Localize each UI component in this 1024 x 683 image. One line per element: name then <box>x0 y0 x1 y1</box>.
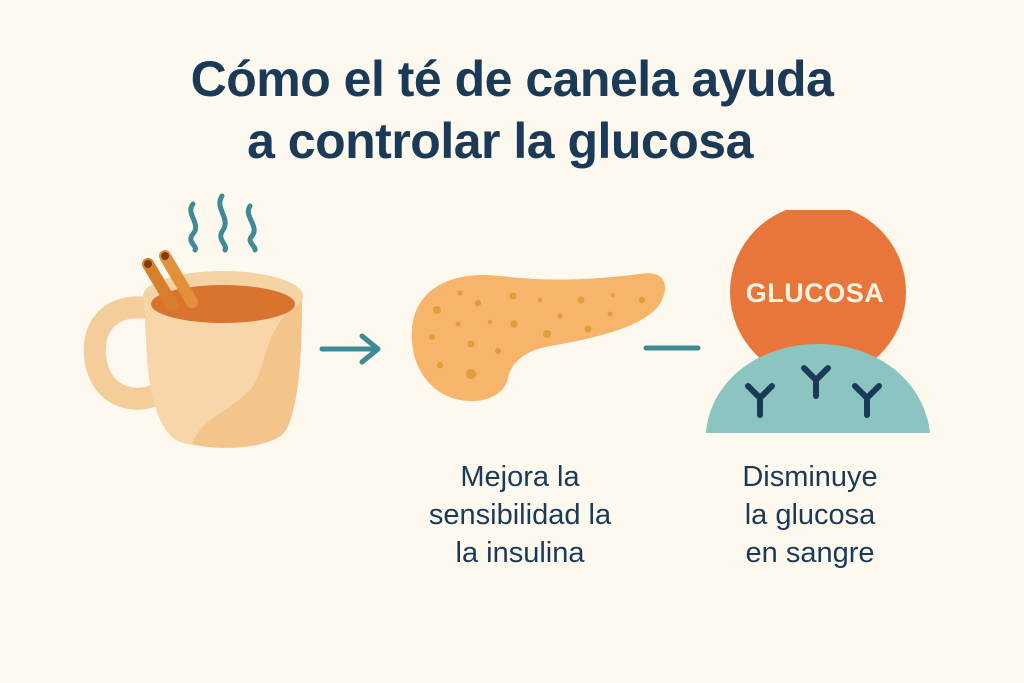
glucose-molecule <box>730 210 906 380</box>
arrow-right-icon <box>319 333 381 365</box>
pancreas-caption: Mejora la sensibilidad la la insulina <box>400 458 640 572</box>
caption-line: Mejora la <box>460 461 580 493</box>
glucose-receptor-icon <box>706 210 930 433</box>
caption-line: sensibilidad la <box>428 499 612 531</box>
caption-line: la insulina <box>455 537 585 569</box>
steam-icon <box>188 193 258 253</box>
cinnamon-stick-icon <box>142 250 198 310</box>
glucose-label: GLUCOSA <box>745 278 885 308</box>
caption-line: la glucosa <box>744 499 876 531</box>
pancreas-icon <box>411 273 666 402</box>
pancreas-dots <box>429 290 646 379</box>
glucose-caption: Disminuye la glucosa en sangre <box>700 458 920 572</box>
caption-line: Disminuye <box>742 461 878 493</box>
caption-line: en sangre <box>745 537 875 569</box>
insulin-receptor-icons <box>745 365 882 418</box>
page-title: Cómo el té de canela ayuda a controlar l… <box>0 48 1024 172</box>
title-line-1: Cómo el té de canela ayuda <box>190 51 834 107</box>
title-line-2: a controlar la glucosa <box>247 113 753 169</box>
connector-line <box>643 345 701 351</box>
mug-with-cinnamon-icon <box>83 193 303 448</box>
